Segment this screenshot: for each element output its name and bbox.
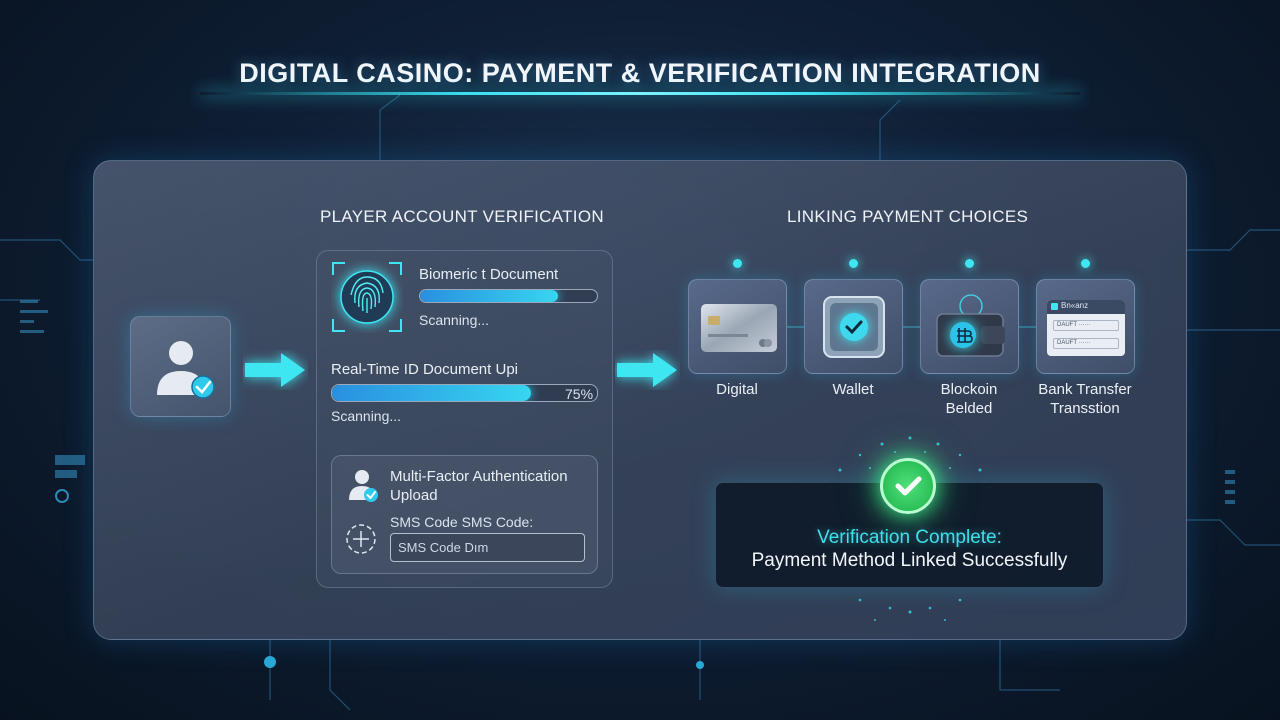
- page-title: DIGITAL CASINO: PAYMENT & VERIFICATION I…: [239, 58, 1041, 88]
- arrow-right-icon: [245, 353, 305, 387]
- payment-indicator-dot: [965, 259, 974, 268]
- crypto-wallet-icon: [936, 294, 1005, 357]
- payment-indicator-dot: [733, 259, 742, 268]
- biometric-label: Biomeric t Document: [419, 266, 559, 283]
- title-underline-glow: [200, 92, 1080, 95]
- id-upload-status: Scanning...: [331, 408, 402, 424]
- payment-label-blockchain: Blockoin Belded: [940, 381, 998, 417]
- verified-user-icon: [157, 341, 215, 399]
- biometric-progress-fill: [420, 290, 559, 302]
- fingerprint-icon[interactable]: [331, 261, 403, 333]
- bank-form-field[interactable]: DAUFT ······: [1053, 320, 1119, 331]
- sms-code-label: SMS Code SMS Code:: [390, 514, 534, 530]
- id-upload-label: Real-Time ID Document Upi: [331, 361, 518, 378]
- arrow-right-icon: [617, 353, 677, 387]
- id-upload-percent: 75%: [565, 386, 594, 402]
- payment-indicator-dot: [1081, 259, 1090, 268]
- payment-label-bank-transfer: Bank Transfer Transstion: [1038, 381, 1132, 417]
- payment-indicator-dot: [849, 259, 858, 268]
- payment-connector-lines: [786, 326, 1036, 328]
- payment-method-wallet[interactable]: [804, 279, 903, 374]
- payments-section-title: LINKING PAYMENT CHOICES: [787, 207, 1029, 226]
- payment-label-digital: Digital: [716, 381, 758, 398]
- user-avatar-card[interactable]: [130, 316, 231, 417]
- wallet-check-icon: [823, 296, 885, 358]
- bank-logo-icon: [1051, 303, 1058, 310]
- user-check-icon: [349, 470, 378, 502]
- payment-method-bank-transfer[interactable]: Bn«anz DAUFT ······ DAUFT ······: [1036, 279, 1135, 374]
- verification-section-title: PLAYER ACCOUNT VERIFICATION: [320, 207, 604, 226]
- sms-target-icon: [346, 524, 376, 554]
- payment-method-digital[interactable]: [688, 279, 787, 374]
- bank-form-header: Bn«anz: [1061, 301, 1089, 310]
- id-upload-progress-bar: [331, 384, 598, 402]
- payment-label-wallet: Wallet: [832, 381, 874, 398]
- verification-complete-text: Verification Complete:: [817, 527, 1002, 548]
- success-check-icon: [880, 458, 936, 514]
- sms-code-input[interactable]: [390, 533, 585, 562]
- credit-card-icon: [701, 304, 777, 352]
- biometric-progress-bar: [419, 289, 598, 303]
- payment-linked-text: Payment Method Linked Successfully: [751, 550, 1068, 571]
- mfa-title-line1: Multi-Factor Authentication: [390, 468, 568, 485]
- payment-method-blockchain[interactable]: [920, 279, 1019, 374]
- bank-form-field[interactable]: DAUFT ······: [1053, 338, 1119, 349]
- id-upload-progress-fill: [332, 385, 531, 401]
- bank-transfer-form: Bn«anz DAUFT ······ DAUFT ······: [1047, 300, 1125, 356]
- mfa-title-line2: Upload: [390, 487, 438, 504]
- biometric-status: Scanning...: [419, 312, 490, 328]
